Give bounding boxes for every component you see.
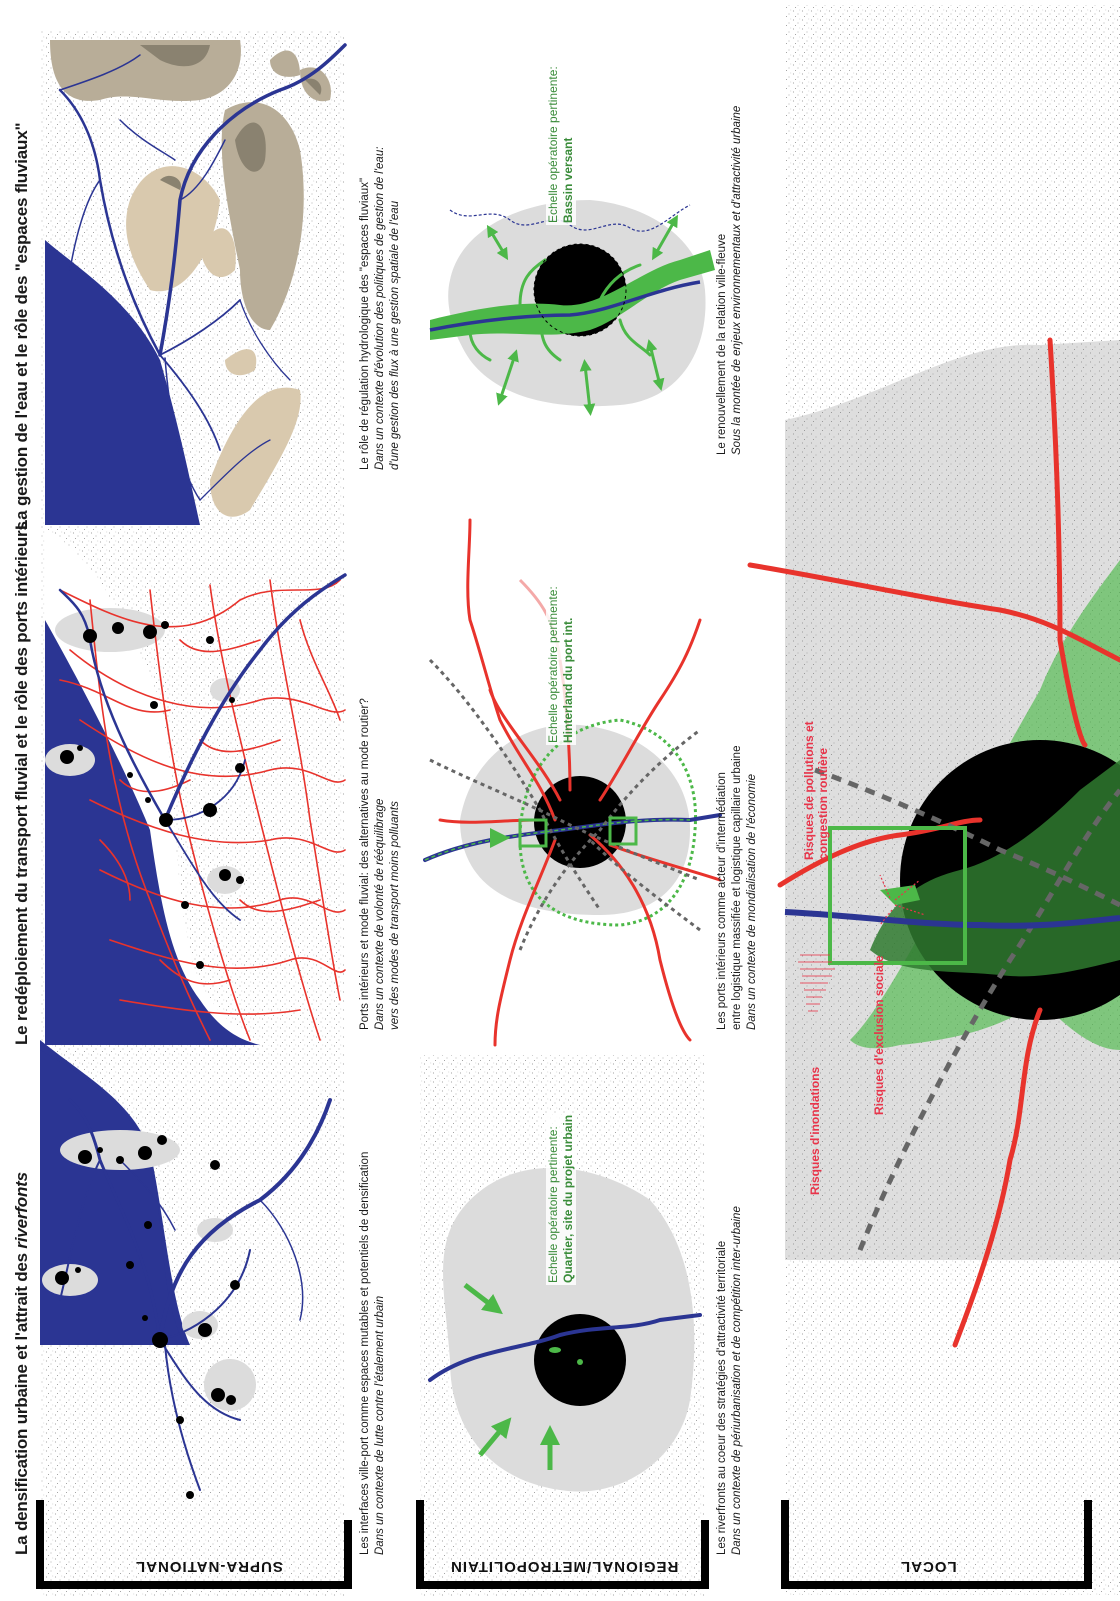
caption-regional-riverfronts: Les riverfronts au coeur des stratégies … [716,1206,743,1555]
caption-regional-ports: Les ports intérieurs comme acteur d'inte… [716,745,758,1030]
caption-supra-densification: Les interfaces ville-port comme espaces … [359,1151,386,1555]
caption-regional-water: Le renouvellement de la relation ville-f… [716,105,743,455]
caption-supra-water: Le rôle de régulation hydrologique des "… [359,146,401,470]
header-water: La gestion de l'eau et le rôle des "espa… [12,122,31,530]
row-brackets [36,1500,1092,1589]
header-densification: La densification urbaine et l'attrait de… [12,1172,31,1555]
regional-riverfronts-diagram [420,1055,705,1600]
band-label-local: LOCAL [900,1558,957,1575]
regional-port-diagram [423,518,722,1047]
band-label-regional: REGIONAL/METROPOLITAIN [450,1558,679,1575]
risk-exclusion: Risques d'exclusion sociale [872,955,886,1115]
scale-label-quartier: Echelle opératoire pertinente:Quartier, … [546,1112,576,1285]
header-transport: Le redéploiement du transport fluvial et… [12,521,31,1045]
regional-watershed-diagram [429,200,715,416]
map-water [45,40,347,525]
caption-supra-transport: Ports intérieurs et mode fluvial: des al… [359,698,401,1030]
local-diagram [747,5,1120,1595]
scale-label-bassin: Echelle opératoire pertinente:Bassin ver… [546,64,576,225]
band-label-supra: SUPRA-NATIONAL [135,1558,283,1575]
scale-label-hinterland: Echelle opératoire pertinente:Hinterland… [546,584,576,745]
risk-inondations: Risques d'inondations [808,1066,822,1195]
map-transport [45,530,347,1045]
